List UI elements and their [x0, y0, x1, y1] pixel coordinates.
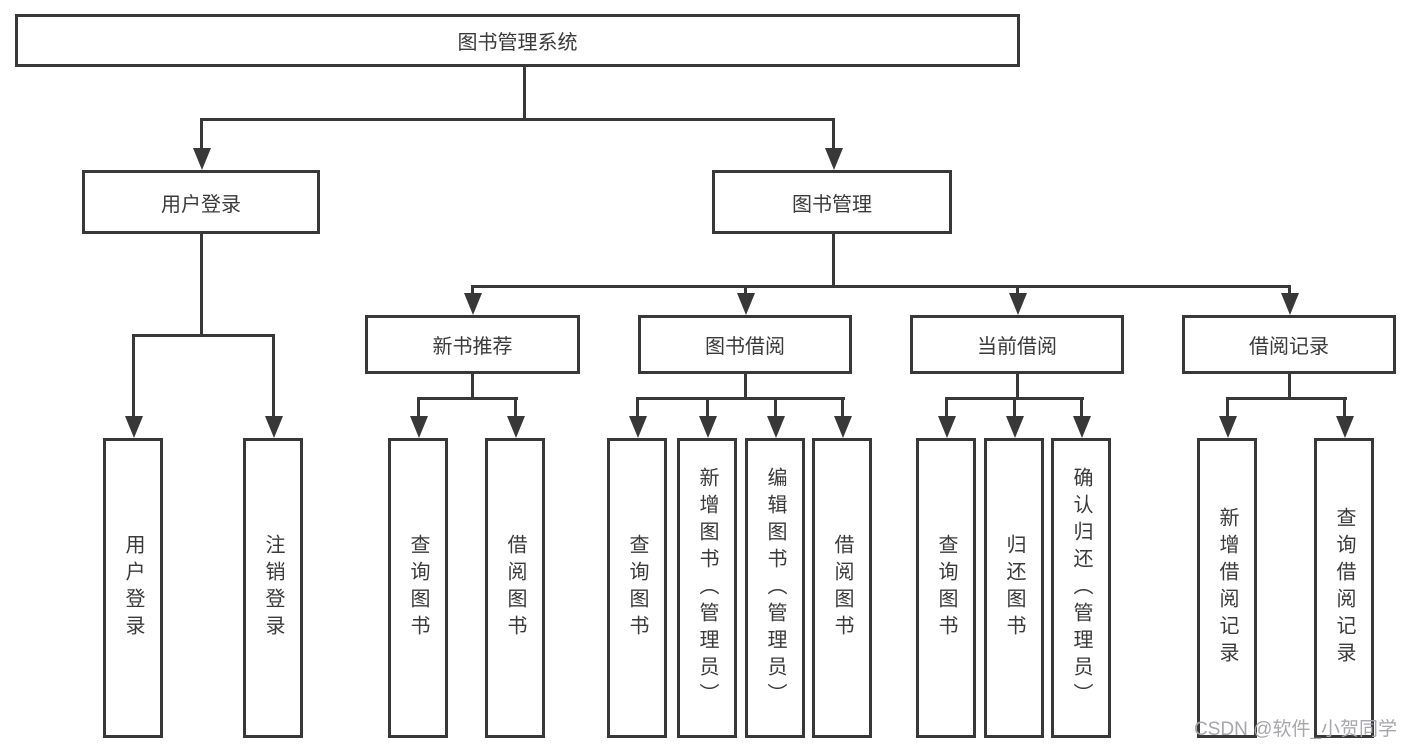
node-label: 图书借阅: [705, 336, 785, 358]
connector-hline: [200, 118, 835, 121]
node-label: 查询借阅记录: [1333, 507, 1355, 669]
node-label: 当前借阅: [977, 336, 1057, 358]
arrowhead-icon: [264, 416, 283, 438]
connector-hline: [1226, 397, 1347, 400]
arrowhead-icon: [766, 416, 785, 438]
node-current-borrowing: 当前借阅: [910, 315, 1124, 374]
node-leaf-borrow-books: 借阅图书: [812, 438, 872, 738]
node-leaf-return-books: 归还图书: [984, 438, 1044, 738]
node-label: 查询图书: [626, 534, 648, 642]
connector-vline: [1080, 397, 1083, 420]
node-leaf-add-book-admin: 新增图书（管理员）: [677, 438, 737, 738]
arrowhead-icon: [698, 416, 717, 438]
connector-vline: [1016, 374, 1019, 400]
arrowhead-icon: [1072, 416, 1091, 438]
connector-vline: [272, 334, 275, 420]
connector-vline: [774, 397, 777, 420]
node-leaf-user-login: 用户登录: [103, 438, 163, 738]
node-user-login: 用户登录: [82, 170, 320, 234]
connector-vline: [471, 285, 474, 297]
connector-hline: [132, 334, 274, 337]
arrowhead-icon: [1280, 293, 1299, 315]
node-label: 编辑图书（管理员）: [764, 466, 786, 710]
node-leaf-borrow-books-recommend: 借阅图书: [485, 438, 545, 738]
node-leaf-query-books-current: 查询图书: [916, 438, 976, 738]
node-label: 借阅图书: [831, 534, 853, 642]
arrowhead-icon: [409, 416, 428, 438]
node-book-management: 图书管理: [712, 170, 952, 234]
connector-vline: [706, 397, 709, 420]
node-label: 确认归还（管理员）: [1070, 466, 1092, 710]
connector-vline: [945, 397, 948, 420]
arrowhead-icon: [937, 416, 956, 438]
node-label: 借阅图书: [504, 534, 526, 642]
node-label: 图书管理系统: [457, 32, 578, 54]
connector-vline: [1016, 285, 1019, 297]
node-leaf-query-books-recommend: 查询图书: [388, 438, 448, 738]
arrowhead-icon: [1008, 293, 1027, 315]
connector-vline: [523, 65, 526, 121]
connector-vline: [841, 397, 844, 420]
node-leaf-logout: 注销登录: [243, 438, 303, 738]
arrowhead-icon: [833, 416, 852, 438]
arrowhead-icon: [463, 293, 482, 315]
arrowhead-icon: [1218, 416, 1237, 438]
node-leaf-query-borrow-record: 查询借阅记录: [1314, 438, 1374, 738]
arrowhead-icon: [192, 148, 211, 170]
node-label: 用户登录: [161, 193, 241, 216]
node-leaf-query-books-borrowing: 查询图书: [607, 438, 667, 738]
connector-vline: [200, 234, 203, 337]
connector-vline: [1013, 397, 1016, 420]
connector-vline: [1343, 397, 1346, 420]
connector-vline: [832, 118, 835, 152]
node-label: 查询图书: [935, 534, 957, 642]
connector-vline: [200, 118, 203, 152]
arrowhead-icon: [824, 148, 843, 170]
node-book-borrowing: 图书借阅: [638, 315, 852, 374]
node-label: 图书管理: [792, 193, 872, 216]
node-leaf-confirm-return-admin: 确认归还（管理员）: [1051, 438, 1111, 738]
connector-hline: [417, 397, 518, 400]
connector-vline: [744, 374, 747, 400]
connector-vline: [417, 397, 420, 420]
connector-vline: [636, 397, 639, 420]
arrowhead-icon: [736, 293, 755, 315]
node-label: 新增图书（管理员）: [696, 466, 718, 710]
node-label: 查询图书: [407, 534, 429, 642]
connector-vline: [1288, 374, 1291, 400]
connector-vline: [471, 374, 474, 400]
connector-vline: [514, 397, 517, 420]
node-label: 借阅记录: [1249, 336, 1329, 358]
arrowhead-icon: [506, 416, 525, 438]
arrowhead-icon: [1005, 416, 1024, 438]
connector-hline: [636, 397, 845, 400]
connector-vline: [1226, 397, 1229, 420]
node-borrowing-records: 借阅记录: [1182, 315, 1396, 374]
node-label: 用户登录: [122, 534, 144, 642]
connector-hline: [471, 285, 1291, 288]
connector-vline: [132, 334, 135, 420]
node-leaf-edit-book-admin: 编辑图书（管理员）: [745, 438, 805, 738]
arrowhead-icon: [1335, 416, 1354, 438]
node-label: 注销登录: [262, 534, 284, 642]
arrowhead-icon: [628, 416, 647, 438]
connector-vline: [1288, 285, 1291, 297]
node-label: 新书推荐: [432, 336, 513, 358]
arrowhead-icon: [124, 416, 143, 438]
node-library-management-system: 图书管理系统: [15, 14, 1020, 67]
watermark: CSDN @软件_小贺同学: [1194, 719, 1397, 740]
connector-vline: [832, 234, 835, 288]
connector-vline: [744, 285, 747, 297]
node-label: 新增借阅记录: [1216, 507, 1238, 669]
node-leaf-add-borrow-record: 新增借阅记录: [1197, 438, 1257, 738]
node-label: 归还图书: [1003, 534, 1025, 642]
node-new-book-recommend: 新书推荐: [365, 315, 580, 374]
